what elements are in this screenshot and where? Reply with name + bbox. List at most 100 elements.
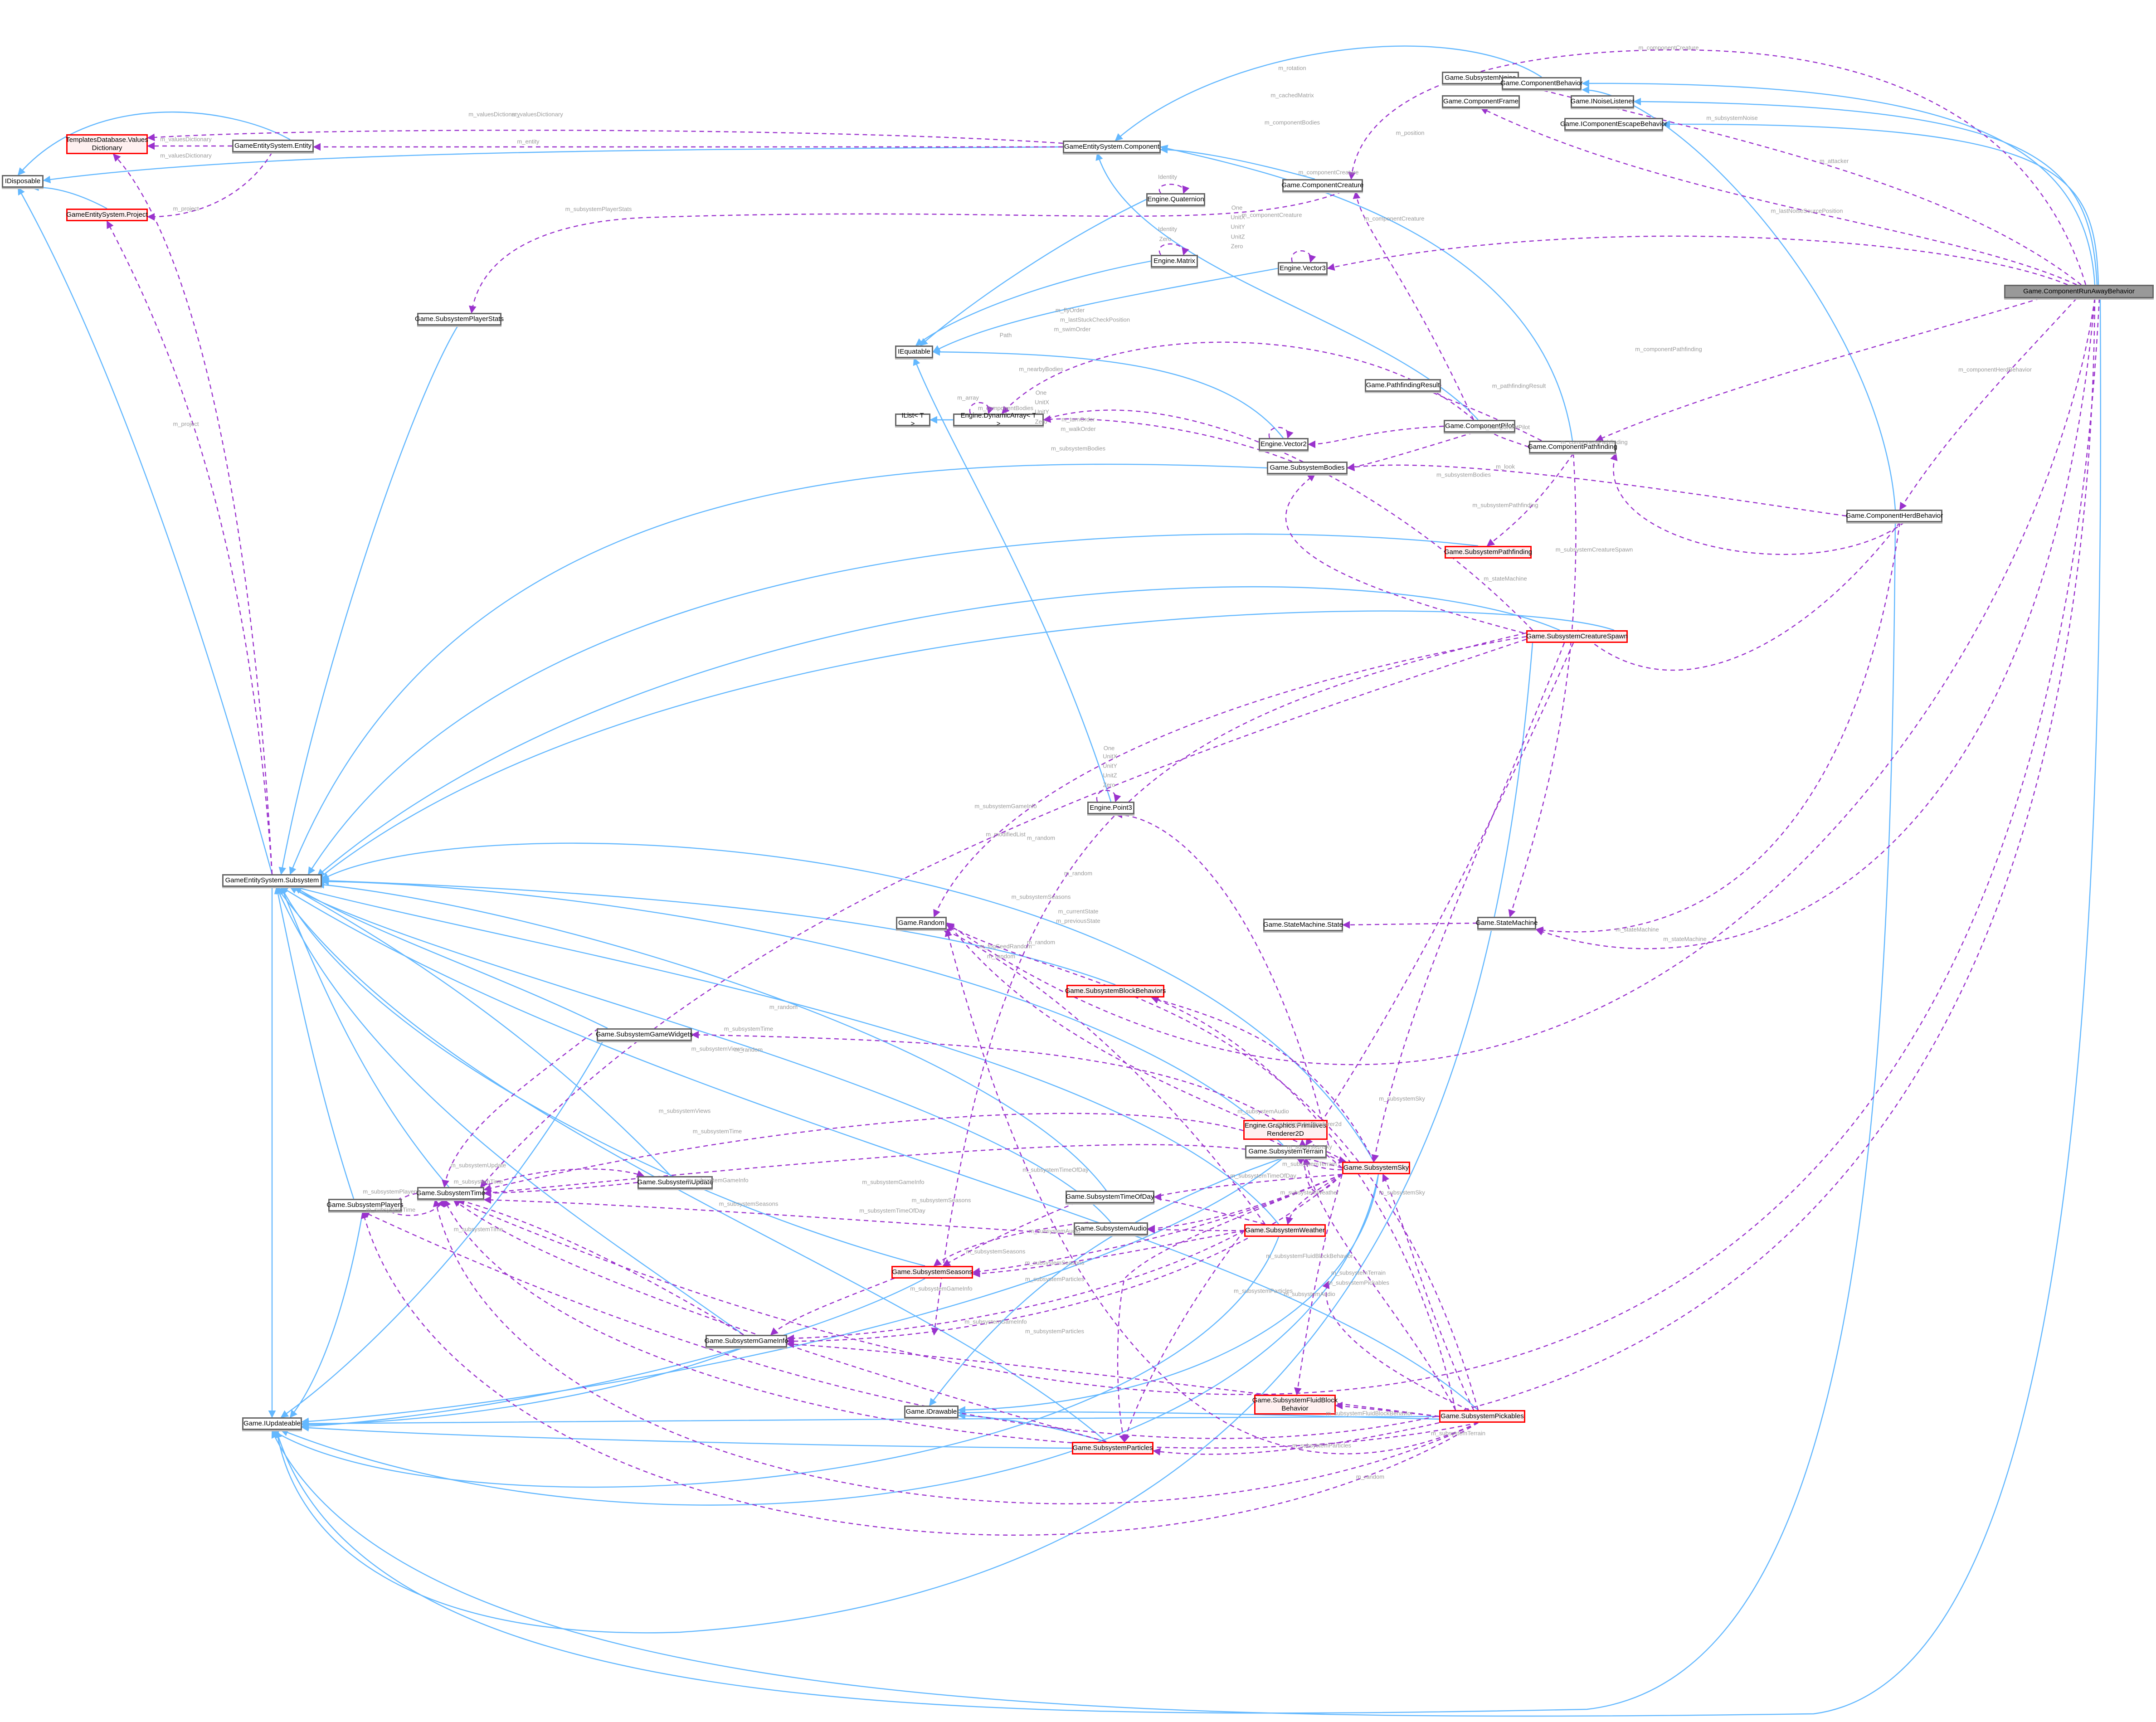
class-node-creatureSpawn[interactable]: Game.SubsystemCreatureSpawn <box>1526 630 1628 643</box>
class-node-componentPilot[interactable]: Game.ComponentPilot <box>1444 420 1515 433</box>
edge-label: m_random <box>769 1003 798 1011</box>
class-node-herdBehavior[interactable]: Game.ComponentHerdBehavior <box>1846 510 1943 522</box>
edge-label: m_subsystemCreatureSpawn <box>1555 546 1633 553</box>
class-node-subsystemPathfinding[interactable]: Game.SubsystemPathfinding <box>1444 546 1532 559</box>
class-node-subsystemTerrain[interactable]: Game.SubsystemTerrain <box>1245 1145 1327 1158</box>
edge-label: Identity <box>1158 225 1177 233</box>
class-node-runaway[interactable]: Game.ComponentRunAwayBehavior <box>2004 285 2154 298</box>
class-node-pathResult[interactable]: Game.PathfindingResult <box>1365 379 1441 392</box>
class-node-blockBehaviors[interactable]: Game.SubsystemBlockBehaviors <box>1065 985 1166 997</box>
edge-label: m_subsystemNoise <box>1706 114 1758 122</box>
edge-label: m_subsystemPlayerStats <box>565 205 632 213</box>
class-node-subsystemSeasons[interactable]: Game.SubsystemSeasons <box>891 1266 973 1279</box>
edge-label: Zero <box>1231 243 1243 250</box>
class-node-gameWidgets[interactable]: Game.SubsystemGameWidgets <box>596 1028 693 1041</box>
class-node-iList[interactable]: IList< T > <box>895 412 930 428</box>
edge-label: m_subsystemSeasons <box>1025 1259 1085 1266</box>
class-node-stateMachine[interactable]: Game.StateMachine <box>1476 917 1538 929</box>
edge-label: m_subsystemSeasons <box>1011 893 1071 900</box>
class-node-primitivesRenderer[interactable]: Engine.Graphics.Primitives Renderer2D <box>1243 1120 1328 1140</box>
edge-label: UnitZ <box>1231 233 1245 240</box>
class-node-vector2[interactable]: Engine.Vector2 <box>1259 438 1309 451</box>
class-node-subsystemSky[interactable]: Game.SubsystemSky <box>1342 1162 1410 1174</box>
edge-label: m_valuesDictionary <box>468 111 520 118</box>
class-node-subsystemWeather[interactable]: Game.SubsystemWeather <box>1244 1224 1326 1237</box>
edge-label: m_subsystemSky <box>1379 1189 1425 1196</box>
edge-label: m_componentCreature <box>1241 211 1302 219</box>
class-node-gesProject[interactable]: GameEntitySystem.Project <box>66 209 148 221</box>
class-node-point3[interactable]: Engine.Point3 <box>1087 802 1134 814</box>
class-node-smState[interactable]: Game.StateMachine.State <box>1263 919 1343 931</box>
class-node-subsystemParticles[interactable]: Game.SubsystemParticles <box>1072 1442 1153 1454</box>
edge-label: m_subsystemParticles <box>1292 1442 1352 1449</box>
class-node-subsystemBodies[interactable]: Game.SubsystemBodies <box>1267 462 1348 474</box>
edge-label: m_subsystemBodies <box>1436 471 1491 478</box>
edge-label: m_cachedMatrix <box>1270 92 1314 99</box>
edge-label: m_primitivesRenderer2d <box>1277 1120 1342 1128</box>
edge-label: m_attacker <box>1819 157 1849 165</box>
edge-label: m_subsystemFluidBlockBehavior <box>1266 1252 1353 1260</box>
class-node-random[interactable]: Game.Random <box>896 917 947 929</box>
edge-label: m_flyOrder <box>1055 306 1085 314</box>
edge-label: m_stateMachine <box>1616 926 1659 933</box>
class-node-componentBehavior[interactable]: Game.ComponentBehavior <box>1500 77 1583 90</box>
class-node-iUpdateable[interactable]: Game.IUpdateable <box>242 1417 302 1430</box>
edge-label: m_random <box>1027 834 1056 842</box>
class-node-componentFrame[interactable]: Game.ComponentFrame <box>1442 95 1520 108</box>
edge-label: m_subsystemUpdate <box>450 1162 506 1169</box>
edge-label: m_entity <box>517 138 540 145</box>
edge-label: m_rotation <box>1278 64 1306 72</box>
edge-label: UnitY <box>1103 762 1117 769</box>
class-node-subsystemPlayers[interactable]: Game.SubsystemPlayers <box>326 1199 404 1211</box>
edge-label: m_stateMachine <box>1484 575 1527 582</box>
class-node-playerStats[interactable]: Game.SubsystemPlayerStats <box>415 313 504 326</box>
class-node-componentPathfinding[interactable]: Game.ComponentPathfinding <box>1528 441 1617 453</box>
edge-label: m_subsystemSeasons <box>966 1248 1026 1255</box>
class-node-gesComponent[interactable]: GameEntitySystem.Component <box>1063 141 1161 153</box>
edge-label: m_componentHerdBehavior <box>1958 366 2032 373</box>
edge-label: One <box>1035 389 1047 396</box>
class-node-dynArray[interactable]: Engine.DynamicArray< T > <box>953 412 1044 428</box>
class-node-subsystemPickables[interactable]: Game.SubsystemPickables <box>1439 1410 1525 1423</box>
class-node-vector3[interactable]: Engine.Vector3 <box>1278 262 1328 275</box>
edge-label: m_valuesDictionary <box>160 136 212 143</box>
edge-label: Zero <box>1035 418 1047 425</box>
class-node-subsystemGameInfo[interactable]: Game.SubsystemGameInfo <box>704 1335 788 1347</box>
class-node-iNoiseListener[interactable]: Game.INoiseListener <box>1571 95 1634 108</box>
class-node-iEquatable[interactable]: IEquatable <box>895 345 933 358</box>
class-node-iDrawable[interactable]: Game.IDrawable <box>904 1406 959 1418</box>
edge-label: m_project <box>173 205 199 212</box>
edge-label: UnitZ <box>1103 772 1117 779</box>
class-node-gesEntity[interactable]: GameEntitySystem.Entity <box>232 140 314 152</box>
edge-label: m_subsystemsky <box>1287 1143 1332 1150</box>
class-node-componentCreature[interactable]: Game.ComponentCreature <box>1282 179 1363 192</box>
edge-label: UnitX <box>1035 399 1049 406</box>
class-node-subsystemUpdate[interactable]: Game.SubsystemUpdate <box>637 1176 713 1189</box>
edge-label: Path <box>999 331 1012 339</box>
class-node-iEscape[interactable]: Game.IComponentEscapeBehavior <box>1560 118 1667 131</box>
edge-label: m_previousState <box>1056 917 1100 924</box>
edge-label: m_subsystemViews <box>691 1045 744 1052</box>
edge-label: m_subsystemParticles <box>1025 1328 1085 1335</box>
class-node-subsystemAudio[interactable]: Game.SubsystemAudio <box>1074 1222 1148 1235</box>
class-node-gesSubsystem[interactable]: GameEntitySystem.Subsystem <box>222 874 322 887</box>
edge-label: UnitY <box>1035 408 1049 415</box>
edge-label: m_subsystemAudio <box>1237 1108 1289 1115</box>
edge-label: m_pathfindingResult <box>1492 382 1546 389</box>
class-node-iDisposable[interactable]: IDisposable <box>2 175 44 188</box>
edge-label: Identity <box>1158 173 1177 180</box>
edge-label: m_fogSeedRandom <box>979 943 1032 950</box>
class-node-subsystemTime[interactable]: Game.SubsystemTime <box>416 1187 485 1200</box>
edge-label: m_random <box>734 1046 763 1053</box>
class-node-valuesDict[interactable]: TemplatesDatabase.Values Dictionary <box>66 134 148 154</box>
edge-label: m_componentPathfinding <box>1561 438 1628 446</box>
edge-label: m_subsystemTerrain <box>1331 1269 1386 1276</box>
edge-label: Zero <box>1103 781 1115 788</box>
edge-label: m_subsystemBodies <box>1051 445 1105 452</box>
inheritance-edges <box>17 45 2102 1717</box>
class-node-matrix[interactable]: Engine.Matrix <box>1151 255 1198 268</box>
edge-label: m_valuesDictionary <box>511 111 563 118</box>
class-node-fluidBlock[interactable]: Game.SubsystemFluidBlock Behavior <box>1252 1395 1338 1415</box>
class-node-timeOfDay[interactable]: Game.SubsystemTimeOfDay <box>1066 1191 1154 1203</box>
class-node-quaternion[interactable]: Engine.Quaternion <box>1146 193 1205 206</box>
